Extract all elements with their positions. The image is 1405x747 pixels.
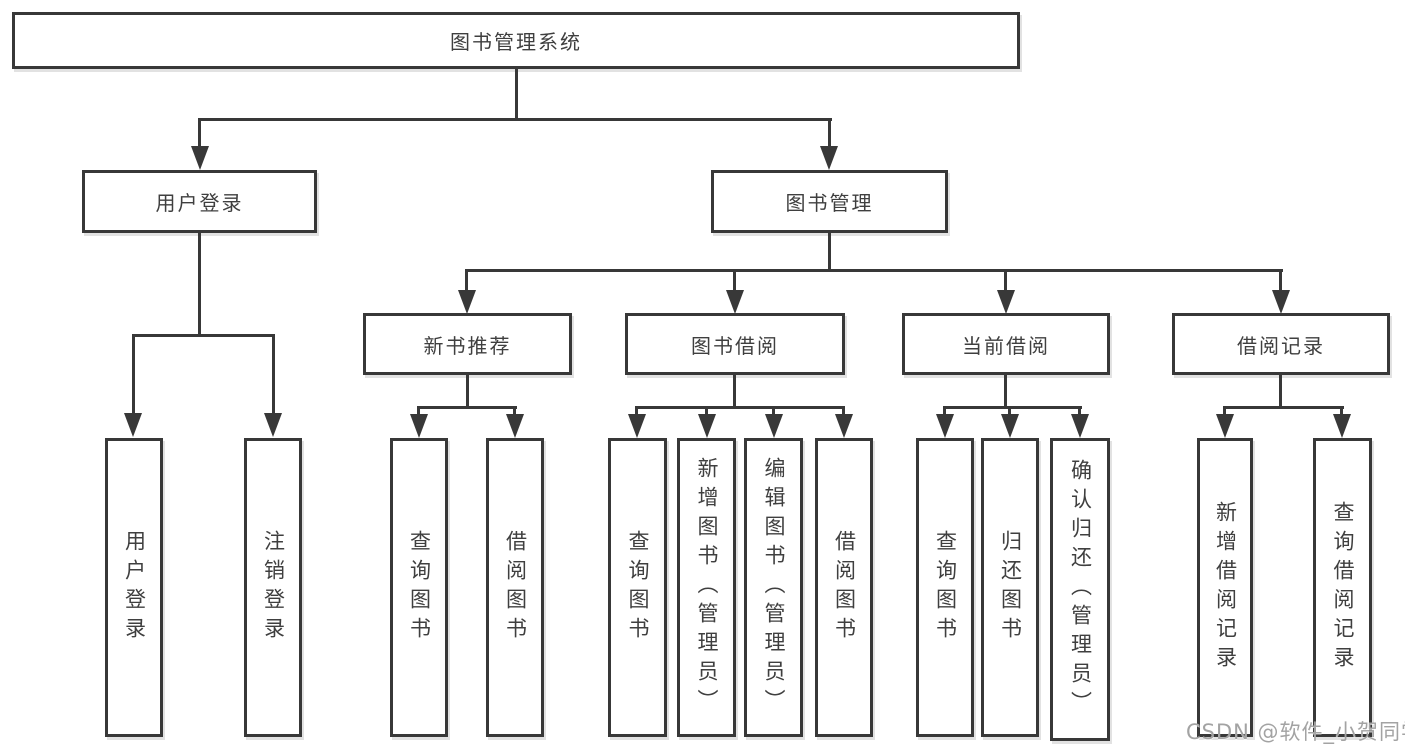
connector-new-book-rail [417,406,517,409]
node-current-borrow: 当前借阅 [902,313,1110,375]
connector-user-login-rail [132,334,275,337]
node-new-book-recommend: 新书推荐 [363,313,572,375]
leaf-logout: 注销登录 [244,438,302,737]
arrowhead [698,414,716,438]
arrowhead-book-borrow [726,290,744,314]
connector-user-login-stem [198,233,201,336]
connector-drop [1223,406,1226,415]
connector-drop-book-borrow [733,269,736,290]
arrowhead-new-book [458,290,476,314]
leaf-borrow-books: 借阅图书 [815,438,873,737]
connector-drop-new-book [465,269,468,290]
csdn-watermark: CSDN @软件_小贺同学 [1186,720,1405,744]
connector-current-borrow-stem [1004,375,1007,408]
arrowhead-logout-leaf [264,413,282,437]
leaf-add-books-admin: 新增图书（管理员） [677,438,736,737]
node-library-management-system: 图书管理系统 [12,12,1020,69]
connector-drop [705,406,708,415]
leaf-borrow-books-recommend: 借阅图书 [486,438,544,737]
connector-drop-user-login [198,118,201,146]
arrowhead [628,414,646,438]
connector-book-borrow-stem [733,375,736,408]
connector-new-book-stem [466,375,469,408]
arrowhead [1071,414,1089,438]
leaf-query-books-recommend: 查询图书 [390,438,448,737]
node-book-management: 图书管理 [711,170,948,233]
leaf-query-books-current: 查询图书 [916,438,974,737]
arrowhead [765,414,783,438]
connector-drop-logout-leaf [272,334,275,413]
leaf-confirm-return-admin: 确认归还（管理员） [1050,438,1110,741]
connector-drop-login-leaf [132,334,135,413]
leaf-edit-books-admin: 编辑图书（管理员） [744,438,803,737]
arrowhead-login-leaf [124,413,142,437]
connector-borrow-records-stem [1279,375,1282,408]
arrowhead [1333,414,1351,438]
leaf-return-books: 归还图书 [981,438,1039,737]
leaf-add-borrow-record: 新增借阅记录 [1197,438,1253,737]
connector-drop [513,406,516,415]
arrowhead [1001,414,1019,438]
connector-borrow-records-rail [1223,406,1344,409]
connector-drop [1008,406,1011,415]
connector-root-stem [515,69,518,120]
connector-current-borrow-rail [943,406,1082,409]
connector-drop [1340,406,1343,415]
leaf-query-borrow-record: 查询借阅记录 [1313,438,1372,737]
leaf-query-books-borrow: 查询图书 [608,438,667,737]
arrowhead [410,414,428,438]
arrowhead [1216,414,1234,438]
connector-drop [772,406,775,415]
connector-book-borrow-rail [635,406,845,409]
arrowhead [936,414,954,438]
connector-root-rail [198,118,832,121]
arrowhead-book-management [820,146,838,170]
arrowhead [835,414,853,438]
arrowhead-borrow-records [1272,290,1290,314]
arrowhead-user-login [191,146,209,170]
connector-book-mgmt-rail [465,269,1283,272]
connector-drop [943,406,946,415]
arrowhead-current-borrow [997,290,1015,314]
connector-drop-borrow-records [1279,269,1282,290]
node-user-login: 用户登录 [82,170,317,233]
connector-drop-current-borrow [1004,269,1007,290]
connector-drop [635,406,638,415]
connector-drop-book-management [828,118,831,146]
connector-book-mgmt-stem [828,233,831,272]
connector-drop [417,406,420,415]
node-book-borrow: 图书借阅 [625,313,845,375]
connector-drop [1078,406,1081,415]
node-borrow-records: 借阅记录 [1172,313,1390,375]
connector-drop [842,406,845,415]
arrowhead [506,414,524,438]
leaf-user-login: 用户登录 [105,438,163,737]
